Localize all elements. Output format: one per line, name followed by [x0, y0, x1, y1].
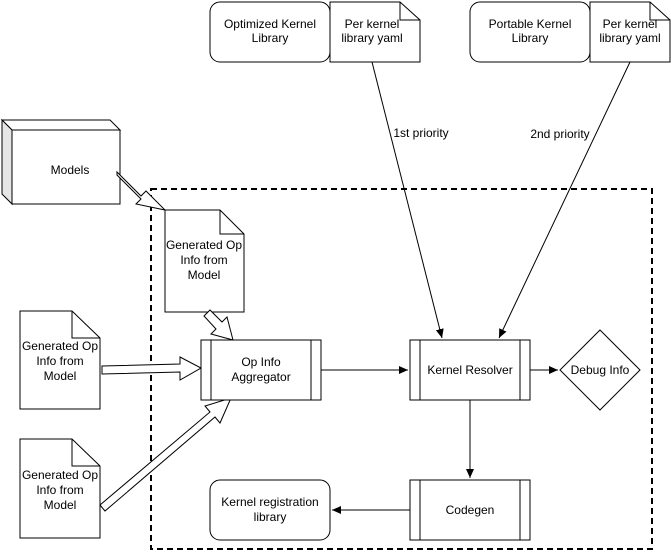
portable-yaml-to-resolver-edge	[498, 61, 631, 339]
models-to-generated-op-arrow	[116, 170, 167, 211]
generated-op-left2-line1: Generated Op	[22, 468, 98, 482]
codegen-label: Codegen	[446, 503, 495, 517]
kernel-registration-line2: library	[254, 510, 287, 524]
generated-op-left1-line2: Info from	[36, 354, 83, 368]
optimized-yaml-line2: library yaml	[341, 31, 402, 45]
models-label: Models	[51, 163, 90, 177]
models-cube: Models	[0, 118, 122, 206]
generated-op-inner-line3: Model	[188, 268, 221, 282]
generated-op-inner-line2: Info from	[180, 253, 227, 267]
kernel-registration-line1: Kernel registration	[221, 495, 318, 509]
portable-yaml-document: Per kernel library yaml	[589, 1, 671, 63]
kernel-resolver-label: Kernel Resolver	[427, 363, 512, 377]
portable-kernel-library-line1: Portable Kernel	[489, 17, 572, 31]
optimized-yaml-document: Per kernel library yaml	[329, 1, 421, 63]
op-info-aggregator-line2: Aggregator	[231, 370, 290, 384]
generated-op-left2-line2: Info from	[36, 483, 83, 497]
debug-info-label: Debug Info	[571, 363, 630, 377]
portable-kernel-library-line2: Library	[512, 31, 549, 45]
generated-op-to-aggregator-arrow	[203, 309, 234, 341]
debug-info: Debug Info	[559, 329, 641, 411]
op-info-aggregator-line1: Op Info	[241, 355, 281, 369]
codegen: Codegen	[409, 479, 531, 541]
portable-yaml-line1: Per kernel	[603, 17, 658, 31]
generated-op-info-left1: Generated Op Info from Model	[19, 310, 101, 410]
portable-yaml-line2: library yaml	[599, 31, 660, 45]
op-info-aggregator: Op Info Aggregator	[200, 339, 322, 401]
generated-op-left1-line3: Model	[44, 369, 77, 383]
generated-op-inner-line1: Generated Op	[166, 238, 242, 252]
optimized-kernel-library-line2: Library	[252, 31, 289, 45]
generated-op-info-inner: Generated Op Info from Model	[164, 209, 245, 313]
kernel-registration-library: Kernel registration library	[209, 479, 331, 541]
generated-op-left2-line3: Model	[44, 498, 77, 512]
portable-kernel-library: Portable Kernel Library	[469, 1, 591, 63]
generated-op-info-left2: Generated Op Info from Model	[19, 438, 101, 539]
optimized-yaml-line1: Per kernel	[345, 17, 400, 31]
kernel-resolver: Kernel Resolver	[409, 339, 531, 401]
generated-op-left1-line1: Generated Op	[22, 339, 98, 353]
generated-op-left1-to-aggregator-arrow	[101, 356, 203, 381]
optimized-kernel-library: Optimized Kernel Library	[209, 1, 331, 63]
generated-op-left2-to-aggregator-arrow	[99, 397, 232, 512]
second-priority-label: 2nd priority	[530, 127, 589, 141]
optimized-kernel-library-line1: Optimized Kernel	[224, 17, 316, 31]
first-priority-label: 1st priority	[393, 126, 448, 140]
optimized-yaml-to-resolver-edge	[371, 61, 444, 339]
